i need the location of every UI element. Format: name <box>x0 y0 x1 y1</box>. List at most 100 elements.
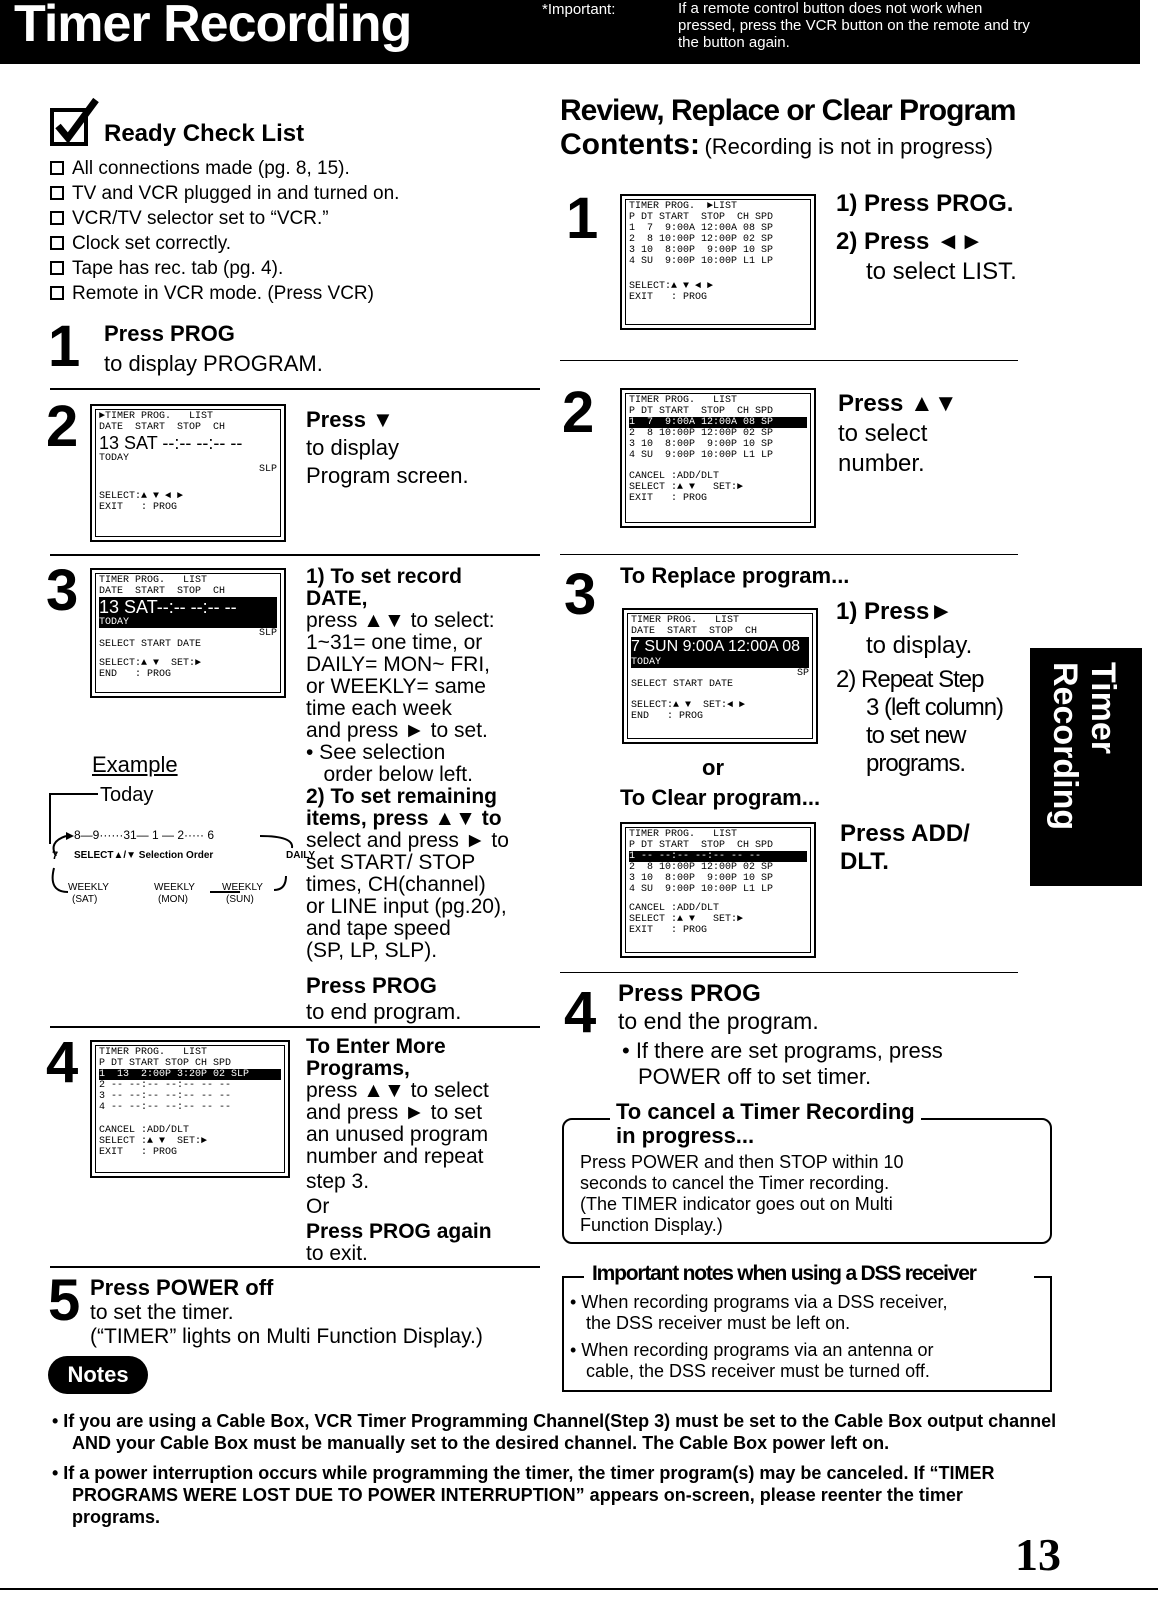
example-select-order: SELECT▲/▼ Selection Order <box>74 850 214 861</box>
dss-notes: • When recording programs via a DSS rece… <box>570 1292 948 1381</box>
screen-replace: TIMER PROG. LIST DATE START STOP CH 7 SU… <box>622 608 818 744</box>
right-step-3-number: 3 <box>564 562 597 627</box>
left-step-2-title: Press ▼ <box>306 407 394 432</box>
example-sequence: 8—9······31— 1 — 2····· 6 <box>74 828 215 842</box>
checkmark-box-icon <box>50 97 99 146</box>
screen-enter-more: TIMER PROG. LIST P DT START STOP CH SPD … <box>90 1040 290 1178</box>
review-title: Review, Replace or Clear Program <box>560 94 1016 127</box>
divider <box>50 554 540 556</box>
clear-title: To Clear program... <box>620 785 821 810</box>
or-text: or <box>702 755 724 780</box>
left-step-5-line: to set the timer. <box>90 1301 234 1324</box>
right-step-1-b: 2) Press ◄► <box>836 228 984 255</box>
right-step-4-l2: • If there are set programs, press <box>622 1038 943 1063</box>
left-step-1-number: 1 <box>48 314 81 379</box>
right-step-3-h: DLT. <box>840 848 889 875</box>
example-weekly-sat: WEEKLY <box>68 882 109 893</box>
screen-start-date: TIMER PROG. LIST DATE START STOP CH 13 S… <box>90 568 286 698</box>
left-step-1-text: to display PROGRAM. <box>104 351 323 376</box>
example-seven: 7 <box>52 850 59 862</box>
divider <box>560 360 1018 361</box>
checkbox-icon <box>50 261 64 275</box>
example-title: Example <box>92 752 178 777</box>
cancel-text: Press POWER and then STOP within 10 seco… <box>580 1152 904 1235</box>
example-weekly-sun: WEEKLY <box>222 882 263 893</box>
right-step-3-c: 2) Repeat Step <box>836 666 984 693</box>
left-step-1-title: Press PROG <box>104 321 235 346</box>
screen-list: TIMER PROG. ►LIST P DT START STOP CH SPD… <box>620 194 816 330</box>
divider <box>560 554 1018 555</box>
review-title-line-2: Contents: (Recording is not in progress) <box>560 128 994 161</box>
list-item: All connections made (pg. 8, 15). <box>50 156 399 181</box>
important-text: If a remote control button does not work… <box>678 0 1030 51</box>
right-step-2-b: to select <box>838 420 928 447</box>
example-diagram: Example Today 8—9······31— 1 — 2····· 6 … <box>38 752 315 922</box>
page-number: 13 <box>1015 1529 1061 1580</box>
side-tab-label: Timer Recording <box>1046 662 1122 831</box>
list-item: Clock set correctly. <box>50 231 399 256</box>
replace-title: To Replace program... <box>620 563 850 588</box>
important-label: *Important: <box>542 1 616 18</box>
right-step-4-l3: POWER off to set timer. <box>638 1064 872 1089</box>
left-step-2-line: to display <box>306 435 399 460</box>
left-step-3-end-title: Press PROG <box>306 973 437 998</box>
example-weekly-mon: WEEKLY <box>154 882 195 893</box>
note-item: • If you are using a Cable Box, VCR Time… <box>52 1411 1057 1453</box>
selection-order-arrows <box>49 793 294 893</box>
divider <box>50 1266 540 1268</box>
right-step-4-l1: to end the program. <box>618 1008 819 1034</box>
check-list: All connections made (pg. 8, 15). TV and… <box>50 156 399 306</box>
header-bar: Timer Recording *Important: If a remote … <box>0 0 1140 64</box>
left-step-3-instructions: 1) To set record DATE, press ▲▼ to selec… <box>306 565 509 962</box>
divider <box>50 1026 540 1028</box>
screen-clear: TIMER PROG. LIST P DT START STOP CH SPD … <box>620 822 816 958</box>
right-step-3-f: programs. <box>866 750 966 777</box>
side-tab: Timer Recording <box>1030 648 1142 886</box>
list-item: Remote in VCR mode. (Press VCR) <box>50 281 399 306</box>
notes-badge: Notes <box>48 1356 148 1394</box>
example-mon: (MON) <box>158 894 188 905</box>
check-list-heading: Ready Check List <box>50 96 350 147</box>
right-step-1-a: 1) Press PROG. <box>836 190 1014 217</box>
notes-list: • If you are using a Cable Box, VCR Time… <box>48 1410 1058 1528</box>
dss-top-rule-left <box>562 1276 584 1278</box>
screen-program-display: ►TIMER PROG. LIST DATE START STOP CH 13 … <box>90 404 286 542</box>
example-sat: (SAT) <box>72 894 98 905</box>
right-step-2-c: number. <box>838 450 925 477</box>
divider <box>50 388 540 390</box>
left-step-4-instructions: To Enter More Programs, press ▲▼ to sele… <box>306 1035 492 1265</box>
left-step-5-number: 5 <box>48 1268 81 1333</box>
bottom-rule <box>0 1588 1158 1590</box>
checkbox-icon <box>50 236 64 250</box>
left-step-5-title: Press POWER off <box>90 1275 274 1300</box>
example-sun: (SUN) <box>226 894 254 905</box>
list-item: VCR/TV selector set to “VCR.” <box>50 206 399 231</box>
divider <box>560 972 1018 973</box>
right-step-4-title: Press PROG <box>618 980 761 1007</box>
dss-top-rule-right <box>1034 1276 1052 1278</box>
cancel-title: To cancel a Timer Recording in progress.… <box>610 1100 921 1148</box>
right-step-3-a: 1) Press► <box>836 598 954 625</box>
dss-title: Important notes when using a DSS receive… <box>592 1262 977 1285</box>
right-step-3-g: Press ADD/ <box>840 820 970 847</box>
example-daily: DAILY <box>286 850 316 861</box>
left-step-2-number: 2 <box>46 394 79 459</box>
check-list-title: Ready Check List <box>104 120 305 147</box>
checkbox-icon <box>50 211 64 225</box>
screen-select-number: TIMER PROG. LIST P DT START STOP CH SPD … <box>620 388 816 528</box>
checkbox-icon <box>50 286 64 300</box>
example-today: Today <box>100 784 154 806</box>
right-step-2-number: 2 <box>562 380 595 445</box>
left-step-3-end-text: to end program. <box>306 999 462 1024</box>
right-step-1-c: to select LIST. <box>866 258 1017 285</box>
dss-box <box>562 1276 1052 1392</box>
right-step-3-d: 3 (left column) <box>866 694 1004 721</box>
list-item: Tape has rec. tab (pg. 4). <box>50 256 399 281</box>
left-step-3-number: 3 <box>46 558 79 623</box>
checkbox-icon <box>50 161 64 175</box>
right-step-3-b: to display. <box>866 632 973 659</box>
right-step-4-number: 4 <box>564 980 597 1045</box>
right-step-1-number: 1 <box>566 186 599 251</box>
right-step-2-a: Press ▲▼ <box>838 390 958 417</box>
note-item: • If a power interruption occurs while p… <box>52 1463 995 1527</box>
